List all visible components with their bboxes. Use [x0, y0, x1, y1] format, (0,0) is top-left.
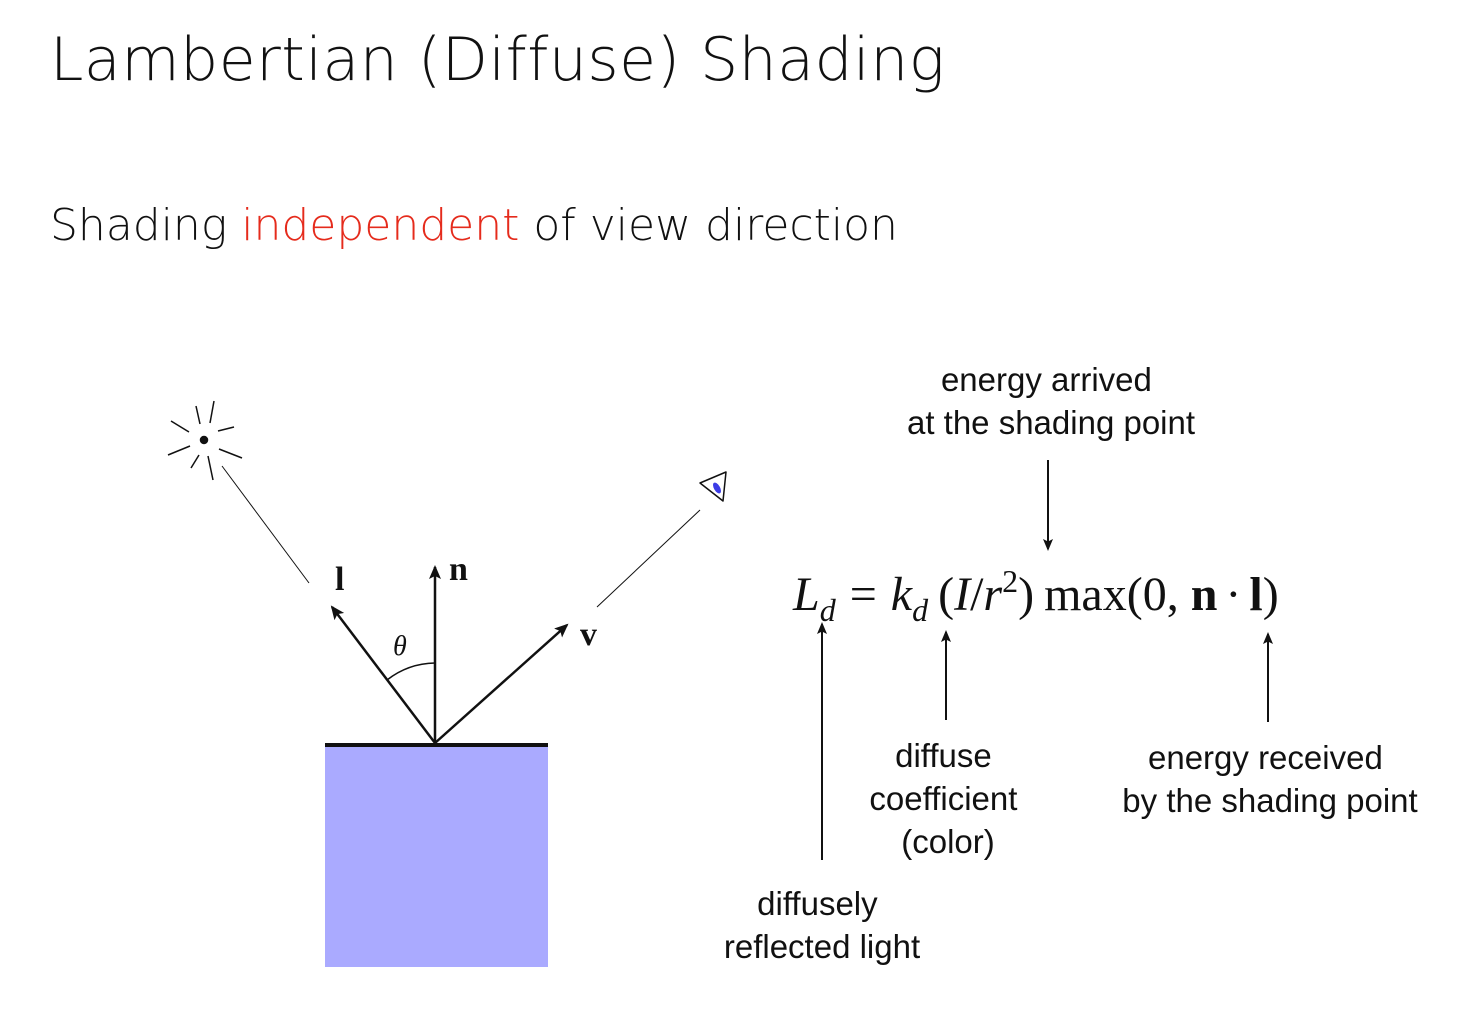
- eq-k: k: [891, 568, 914, 621]
- diffuse-coefficient-line-3: (color): [901, 823, 995, 860]
- eq-equals: =: [850, 568, 877, 621]
- diffusely-reflected-line-1: diffusely: [757, 885, 878, 922]
- view-vector-label: v: [580, 616, 597, 653]
- energy-received-line-1: energy received: [1148, 739, 1383, 776]
- svg-text:Ld=kd(I/r2)max(0, n·l): Ld=kd(I/r2)max(0, n·l): [792, 563, 1279, 628]
- slide-subtitle: Shading independent of view direction: [50, 196, 898, 256]
- normal-vector-label: n: [449, 551, 468, 588]
- eq-n: n: [1191, 568, 1218, 621]
- eq-L: L: [792, 568, 820, 621]
- eq-l: l: [1249, 568, 1262, 621]
- subtitle-prefix: Shading: [50, 200, 242, 251]
- view-vector-arrow: [434, 623, 569, 744]
- eq-k-sub: d: [912, 592, 929, 628]
- eq-args-close: ): [1263, 568, 1279, 621]
- diffuse-coefficient-line-2: coefficient: [869, 780, 1017, 817]
- light-source-icon: [167, 400, 243, 481]
- eq-I: I: [953, 568, 972, 621]
- diffusely-reflected-label: diffusely reflected light: [724, 885, 920, 965]
- diffusely-reflected-line-2: reflected light: [724, 928, 920, 965]
- diffuse-coefficient-label: diffuse coefficient (color): [869, 737, 1026, 860]
- surface-block: [325, 745, 548, 967]
- eq-L-sub: d: [820, 592, 837, 628]
- lambert-equation: Ld=kd(I/r2)max(0, n·l): [792, 563, 1279, 628]
- eq-r-exp: 2: [1002, 563, 1018, 599]
- light-vector-arrow: [330, 605, 436, 744]
- eq-args-open: (0,: [1127, 568, 1191, 621]
- eq-close-paren: ): [1018, 568, 1034, 621]
- slide-title: Lambertian (Diffuse) Shading: [50, 25, 946, 95]
- energy-arrived-line-2: at the shading point: [907, 404, 1195, 441]
- energy-arrived-line-1: energy arrived: [941, 361, 1152, 398]
- view-ray-line: [596, 509, 701, 608]
- theta-label: θ: [393, 631, 407, 662]
- eq-r: r: [983, 568, 1002, 621]
- energy-arrived-label: energy arrived at the shading point: [907, 361, 1195, 441]
- subtitle-highlight: independent: [241, 200, 520, 251]
- light-vector-label: l: [335, 561, 344, 598]
- eq-slash: /: [970, 568, 984, 621]
- eq-open-paren: (: [938, 568, 954, 621]
- eq-max: max: [1044, 568, 1127, 621]
- energy-received-label: energy received by the shading point: [1122, 739, 1417, 819]
- energy-received-line-2: by the shading point: [1122, 782, 1417, 819]
- diffuse-coefficient-line-1: diffuse: [895, 737, 992, 774]
- eye-icon: [699, 471, 727, 502]
- eq-dot: ·: [1225, 568, 1241, 621]
- theta-angle-arc: [386, 662, 436, 681]
- light-ray-line: [221, 465, 310, 584]
- subtitle-suffix: of view direction: [519, 200, 898, 251]
